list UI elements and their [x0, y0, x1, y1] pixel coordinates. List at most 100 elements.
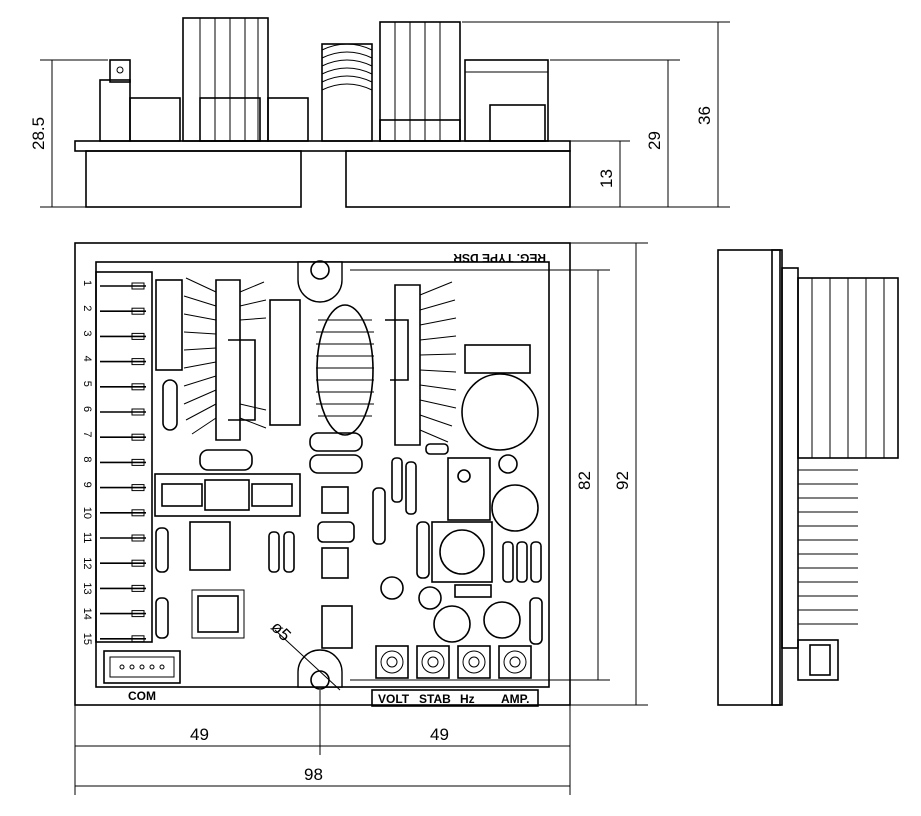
resistor-vertical-6 [405, 461, 417, 515]
top-mounting-notch [297, 261, 343, 303]
dim-98: 98 [304, 765, 323, 784]
trimmer-label: AMP. [501, 692, 529, 706]
diode-left [162, 379, 178, 431]
terminal-number: 14 [81, 608, 93, 620]
trimmer-potentiometer [375, 645, 409, 679]
ic-dip-8 [447, 457, 491, 521]
board-type-label: REG. TYPE DSR [453, 251, 546, 265]
side-component-relay [99, 79, 131, 142]
terminal-screw [131, 332, 145, 340]
resistor-vertical-9 [502, 541, 514, 583]
fuse-holder [154, 473, 301, 517]
ic-tall-center [269, 299, 301, 426]
dim-hole-diameter: ø5 [267, 617, 294, 644]
board-dimensions-bottom: 49 49 98 [74, 690, 571, 795]
com-label: COM [128, 689, 156, 703]
terminal-number: 15 [81, 633, 93, 645]
trimmer-dial [380, 650, 404, 674]
ic-vertical-left [155, 279, 183, 371]
terminal-number: 2 [81, 305, 93, 311]
com-pin [119, 664, 125, 670]
capacitor-bottom-1 [433, 605, 471, 643]
trimmer-row [375, 645, 532, 679]
resistor-vertical-11 [530, 541, 542, 583]
terminal-screw [131, 534, 145, 542]
terminal-number: 5 [81, 381, 93, 387]
terminal-screw [131, 408, 145, 416]
trimmer-label: STAB [419, 692, 451, 706]
component-round-small [380, 576, 404, 600]
side-housing-left [85, 150, 302, 208]
terminal-screw [131, 433, 145, 441]
side-toroid-coil [321, 43, 373, 142]
terminal-screw [131, 509, 145, 517]
heatsink-right [385, 281, 457, 446]
terminal-number: 1 [81, 280, 93, 286]
terminal-number: 3 [81, 330, 93, 336]
resistor-vertical-2 [268, 531, 280, 573]
dim-13: 13 [597, 169, 616, 188]
capacitor-medium [491, 484, 539, 532]
com-connector [103, 650, 181, 684]
dim-92: 92 [613, 471, 632, 490]
dim-49-right: 49 [430, 725, 449, 744]
dim-82: 82 [575, 471, 594, 490]
ic-qfp [197, 595, 239, 633]
side-terminal-tab [109, 59, 131, 83]
bottom-mounting-notch [297, 649, 343, 688]
side-component-block [129, 97, 181, 142]
dim-28-5: 28.5 [29, 117, 48, 150]
side-base-plate [74, 140, 571, 152]
terminal-screw [131, 458, 145, 466]
resistor-horizontal-1 [199, 449, 253, 471]
com-pin [149, 664, 155, 670]
trimmer-dial [503, 650, 527, 674]
resistor-vertical-10 [516, 541, 528, 583]
component-rect-top-right [464, 344, 531, 374]
resistor-vertical-12 [529, 597, 543, 645]
terminal-number: 8 [81, 456, 93, 462]
trimmer-potentiometer [416, 645, 450, 679]
terminal-screw [131, 559, 145, 567]
trimmer-label: VOLT [378, 692, 410, 706]
dim-29: 29 [645, 131, 664, 150]
com-pin [139, 664, 145, 670]
side-housing-right [345, 150, 571, 208]
board-dimensions-right: 82 92 [350, 242, 648, 706]
terminal-number: 6 [81, 406, 93, 412]
top-mounting-hole [310, 260, 330, 280]
resistor-vertical-3 [283, 531, 295, 573]
board-outline [74, 242, 571, 706]
com-pin [129, 664, 135, 670]
terminal-screw [131, 307, 145, 315]
terminal-screw [131, 383, 145, 391]
terminal-screw [131, 484, 145, 492]
terminal-screw [131, 610, 145, 618]
side-heatsink-left [182, 17, 269, 142]
resistor-small [425, 443, 449, 455]
terminal-number: 12 [81, 557, 93, 569]
terminal-number: 13 [81, 582, 93, 594]
ic-soic-bottom [321, 605, 353, 649]
resistor-vertical-7 [416, 521, 430, 579]
capacitor-bottom-2 [483, 601, 521, 639]
side-view-top: 28.5 13 29 36 [29, 17, 730, 208]
side-view-right [717, 249, 899, 706]
trimmer-potentiometer [457, 645, 491, 679]
crystal [317, 521, 355, 543]
ic-small-2 [321, 547, 349, 579]
terminal-screw [131, 584, 145, 592]
resistor-vertical-1 [155, 527, 169, 573]
terminal-number: 11 [81, 532, 93, 543]
dim-36: 36 [695, 106, 714, 125]
trimmer-potentiometer [498, 645, 532, 679]
terminal-screw [131, 282, 145, 290]
resistor-horizontal-2 [309, 432, 363, 452]
side-heatsink-right [379, 21, 461, 142]
side-right-connector [797, 639, 839, 681]
side-right-housing [717, 249, 781, 706]
com-pin [159, 664, 165, 670]
